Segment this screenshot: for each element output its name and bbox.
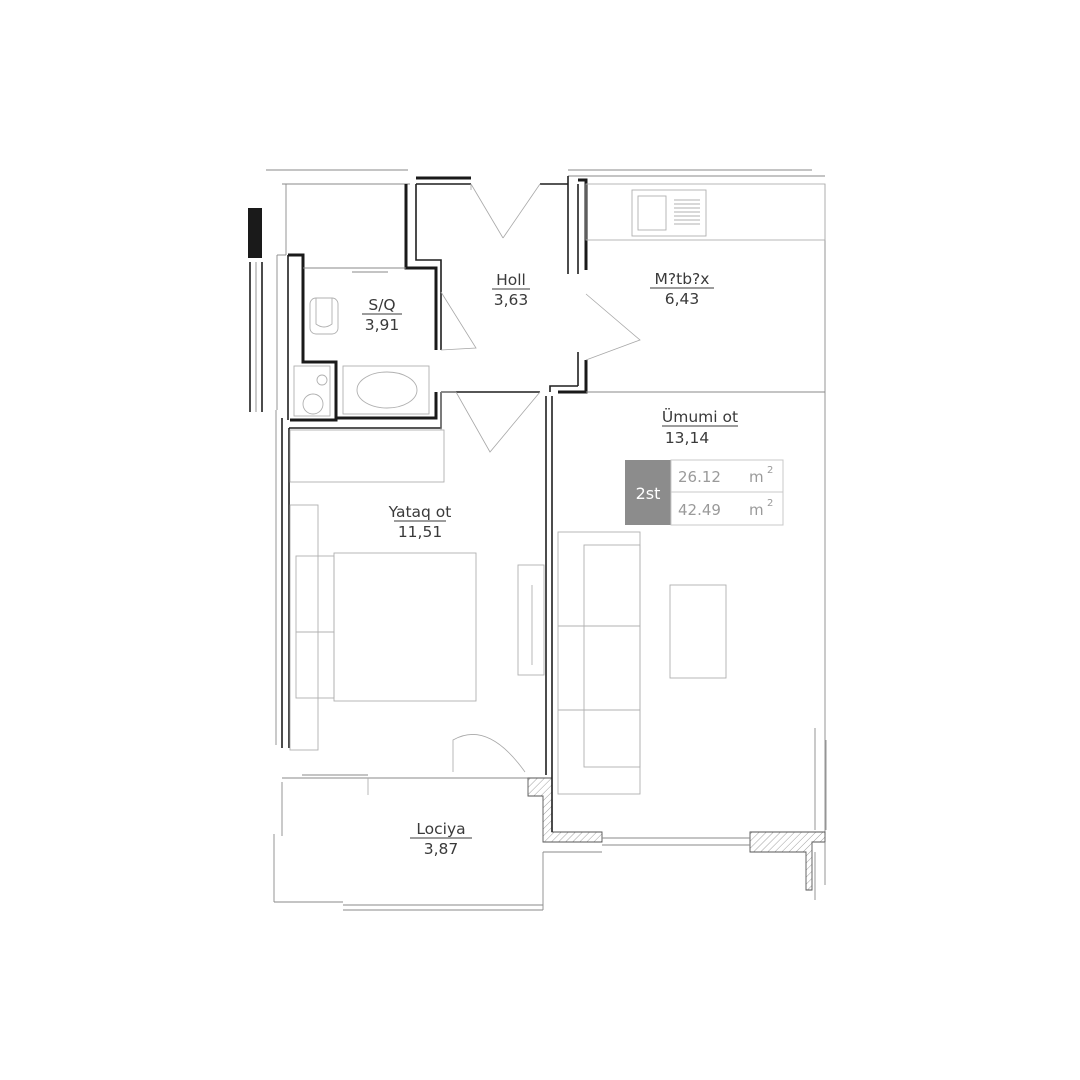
bathroom-fixtures xyxy=(293,297,430,417)
room-area: 3,91 xyxy=(365,316,400,334)
room-area: 11,51 xyxy=(398,523,442,541)
room-area: 3,87 xyxy=(424,840,459,858)
total-area-value: 42.49 xyxy=(678,501,721,519)
room-name: Lociya xyxy=(416,820,465,838)
bedroom-furniture xyxy=(289,429,545,751)
door-swings xyxy=(367,183,641,795)
bottom-walls xyxy=(273,728,827,911)
left-exterior-wall xyxy=(248,208,290,748)
room-name: Ümumi ot xyxy=(662,407,738,426)
room-label-yataq: Yataq ot 11,51 xyxy=(388,503,452,541)
bathroom-walls xyxy=(287,184,442,429)
room-label-umumi: Ümumi ot 13,14 xyxy=(662,407,738,447)
room-area: 6,43 xyxy=(665,290,700,308)
room-label-holl: Holl 3,63 xyxy=(492,271,530,309)
living-area-unit-sup: 2 xyxy=(767,465,773,476)
room-name: Holl xyxy=(496,271,526,289)
room-area: 13,14 xyxy=(665,429,709,447)
area-summary-badge: 2st 26.12 m 2 42.49 m 2 xyxy=(625,459,784,526)
sink-drainboard xyxy=(674,199,700,225)
living-area-value: 26.12 xyxy=(678,468,721,486)
room-label-metbex: M?tb?x 6,43 xyxy=(650,270,714,308)
room-area: 3,63 xyxy=(494,291,529,309)
total-area-unit: m xyxy=(749,501,764,519)
total-area-unit-sup: 2 xyxy=(767,498,773,509)
room-label-lociya: Lociya 3,87 xyxy=(410,820,472,858)
outer-lines xyxy=(266,169,826,835)
interior-partition xyxy=(440,391,825,775)
kitchen-fixtures xyxy=(585,183,826,241)
room-name: M?tb?x xyxy=(655,270,710,288)
living-furniture xyxy=(557,531,727,795)
rooms-count-box xyxy=(625,460,671,525)
living-area-unit: m xyxy=(749,468,764,486)
room-name: Yataq ot xyxy=(388,503,452,521)
room-name: S/Q xyxy=(368,296,395,314)
rooms-count-label: 2st xyxy=(636,484,661,503)
room-label-sq: S/Q 3,91 xyxy=(362,296,402,334)
